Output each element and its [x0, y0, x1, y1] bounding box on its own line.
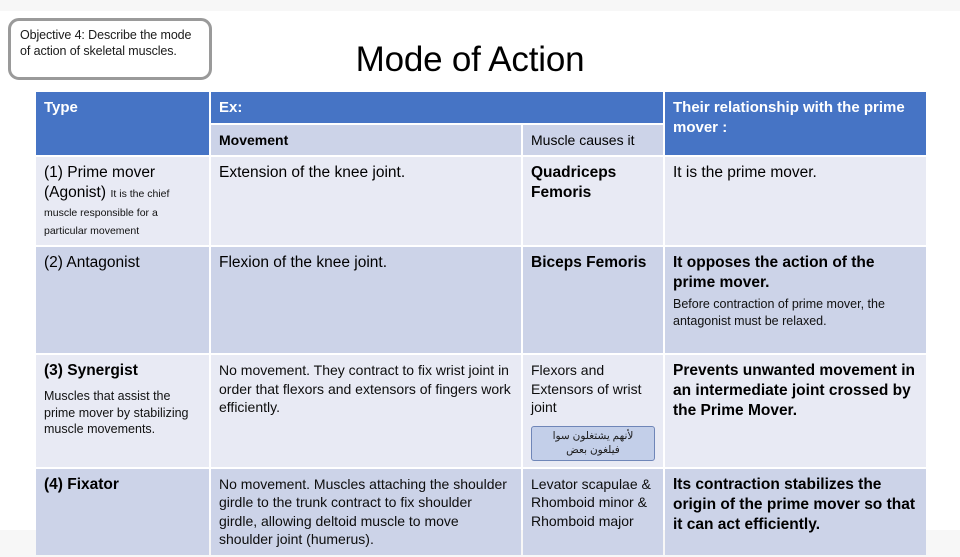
table-row: (4) Fixator No movement. Muscles attachi… [36, 468, 926, 555]
table-header-row: Type Ex: Their relationship with the pri… [36, 92, 926, 155]
cell-type: (4) Fixator [36, 468, 209, 555]
objective-callout: Objective 4: Describe the mode of action… [8, 18, 212, 80]
arabic-note-callout: لأنهم يشتغلون سوا فيلغون بعض [531, 425, 655, 461]
slide-canvas: Objective 4: Describe the mode of action… [0, 11, 960, 555]
cell-type: (1) Prime mover (Agonist) It is the chie… [36, 157, 209, 245]
table-row: (1) Prime mover (Agonist) It is the chie… [36, 157, 926, 245]
cell-muscle: Quadriceps Femoris [523, 157, 663, 245]
cell-movement: No movement. Muscles attaching the shoul… [211, 468, 521, 555]
header-cell-relationship: Their relationship with the prime mover … [665, 92, 926, 155]
cell-muscle: Levator scapulae & Rhomboid minor & Rhom… [523, 468, 663, 555]
subheader-cell-movement: Movement [211, 125, 521, 155]
cell-type: (3) Synergist Muscles that assist the pr… [36, 355, 209, 467]
cell-type-main: (4) Fixator [44, 475, 119, 493]
cell-type-main: (1) Prime mover (Agonist) [44, 164, 156, 201]
cell-relationship: Its contraction stabilizes the origin of… [665, 468, 926, 555]
objective-callout-text: Objective 4: Describe the mode of action… [20, 28, 192, 58]
cell-type-main: (2) Antagonist [44, 254, 140, 271]
cell-muscle: Biceps Femoris [523, 247, 663, 353]
table-subheader-row: Movement Muscle causes it [36, 125, 926, 155]
cell-relationship: It opposes the action of the prime mover… [665, 247, 926, 353]
table-row: (2) Antagonist Flexion of the knee joint… [36, 247, 926, 353]
cell-type: (2) Antagonist [36, 247, 209, 353]
mode-of-action-table: Type Ex: Their relationship with the pri… [36, 92, 926, 555]
cell-movement: Extension of the knee joint. [211, 157, 521, 245]
page-title: Mode of Action [355, 40, 585, 79]
cell-relationship: Prevents unwanted movement in an interme… [665, 355, 926, 467]
cell-type-note: Muscles that assist the prime mover by s… [44, 389, 189, 436]
header-cell-ex: Ex: [211, 92, 663, 123]
cell-movement: No movement. They contract to fix wrist … [211, 355, 521, 467]
subheader-cell-muscle: Muscle causes it [523, 125, 663, 155]
cell-type-note: It is the chief muscle responsible for a… [44, 188, 170, 237]
cell-relationship-note: Before contraction of prime mover, the a… [673, 297, 885, 328]
cell-movement: Flexion of the knee joint. [211, 247, 521, 353]
header-cell-type: Type [36, 92, 209, 155]
cell-relationship: It is the prime mover. [665, 157, 926, 245]
table-row: (3) Synergist Muscles that assist the pr… [36, 355, 926, 467]
cell-type-main: (3) Synergist [44, 362, 138, 379]
cell-muscle: Flexors and Extensors of wrist joint لأن… [523, 355, 663, 467]
